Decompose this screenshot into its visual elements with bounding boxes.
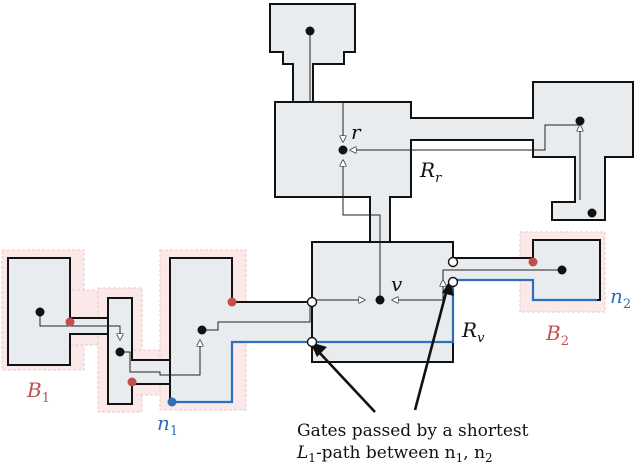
label-b1: B1 <box>26 378 50 406</box>
label-rv: Rv <box>461 318 485 346</box>
label-b2: B2 <box>545 321 569 349</box>
label-v: v <box>391 272 403 296</box>
label-r: r <box>351 120 362 144</box>
node-dots <box>35 26 597 357</box>
room-top <box>269 3 356 103</box>
label-n2: n2 <box>610 284 631 312</box>
label-n1: n1 <box>157 411 178 439</box>
caption-line-1: Gates passed by a shortest <box>297 421 529 441</box>
arrows <box>39 35 580 376</box>
label-rr: Rr <box>419 158 442 186</box>
blue-endpoints <box>167 397 177 407</box>
shortest-path-blue <box>172 278 597 404</box>
room-rr <box>274 81 634 243</box>
caption-line-2: L1-path between n1, n2 <box>296 443 493 465</box>
white-gates <box>306 256 459 348</box>
red-gates <box>65 257 538 387</box>
